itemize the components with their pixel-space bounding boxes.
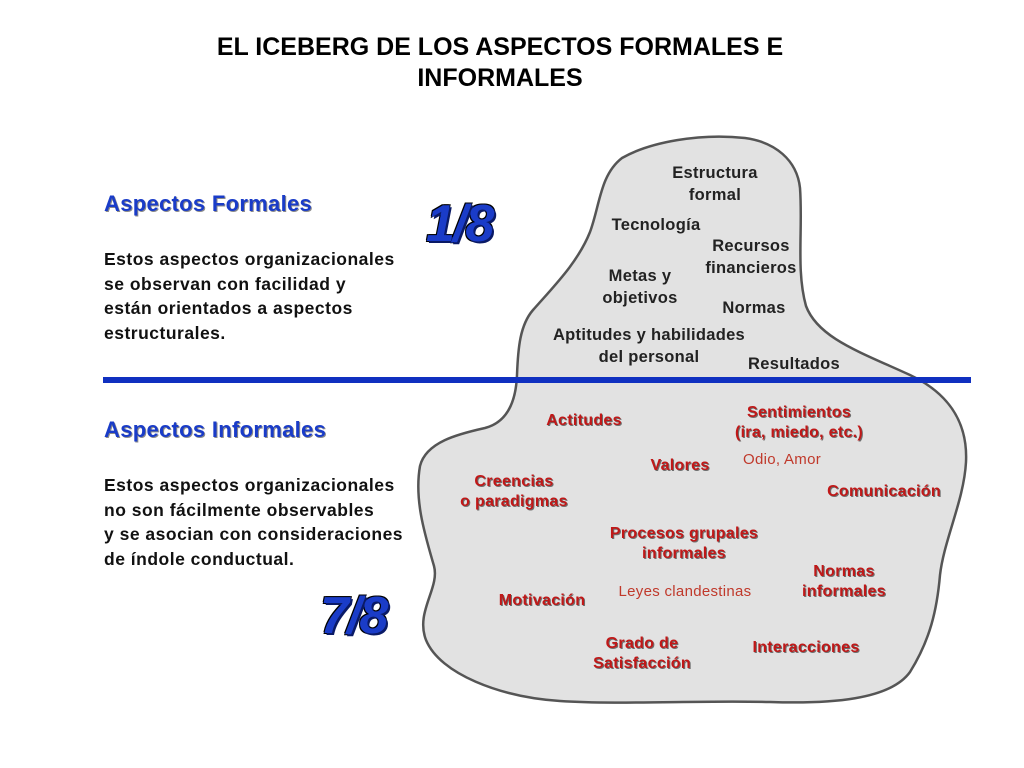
label-resultados: Resultados [748, 355, 840, 373]
label-leyes-clandestinas: Leyes clandestinas [618, 583, 752, 600]
formal-heading: Aspectos Formales [104, 191, 313, 216]
label-sentimientos: Sentimientos (ira, miedo, etc.) [734, 404, 864, 441]
formal-description: Estos aspectos organizacionales se obser… [104, 249, 395, 343]
label-procesos-grupales: Procesos grupales informales [609, 525, 759, 562]
fraction-one-eighth: 1/8 [426, 195, 494, 253]
label-recursos-financieros: Recursos financieros [705, 237, 797, 277]
informal-heading: Aspectos Informales [104, 417, 327, 442]
label-odio-amor: Odio, Amor [742, 451, 822, 468]
informal-description: Estos aspectos organizacionales no son f… [104, 475, 404, 569]
label-aptitudes-habilidades: Aptitudes y habilidades del personal [552, 326, 746, 366]
label-motivacion: Motivación [498, 592, 586, 609]
label-tecnologia: Tecnología [611, 216, 701, 234]
label-grado-satisfaccion: Grado de Satisfacción [593, 635, 691, 672]
label-normas-informales: Normas informales [802, 563, 886, 600]
label-valores: Valores [650, 457, 710, 474]
label-estructura-formal: Estructura formal [672, 164, 758, 204]
waterline-divider [103, 377, 971, 383]
label-metas-objetivos: Metas y objetivos [602, 267, 678, 307]
label-actitudes: Actitudes [546, 412, 622, 429]
page-title: EL ICEBERG DE LOS ASPECTOS FORMALES E IN… [216, 33, 784, 92]
iceberg-outline [417, 135, 968, 704]
label-comunicacion: Comunicación [827, 483, 941, 500]
fraction-seven-eighths: 7/8 [320, 587, 388, 645]
label-interacciones: Interacciones [752, 639, 860, 656]
label-creencias-paradigmas: Creencias o paradigmas [460, 473, 568, 510]
label-normas: Normas [722, 299, 786, 317]
